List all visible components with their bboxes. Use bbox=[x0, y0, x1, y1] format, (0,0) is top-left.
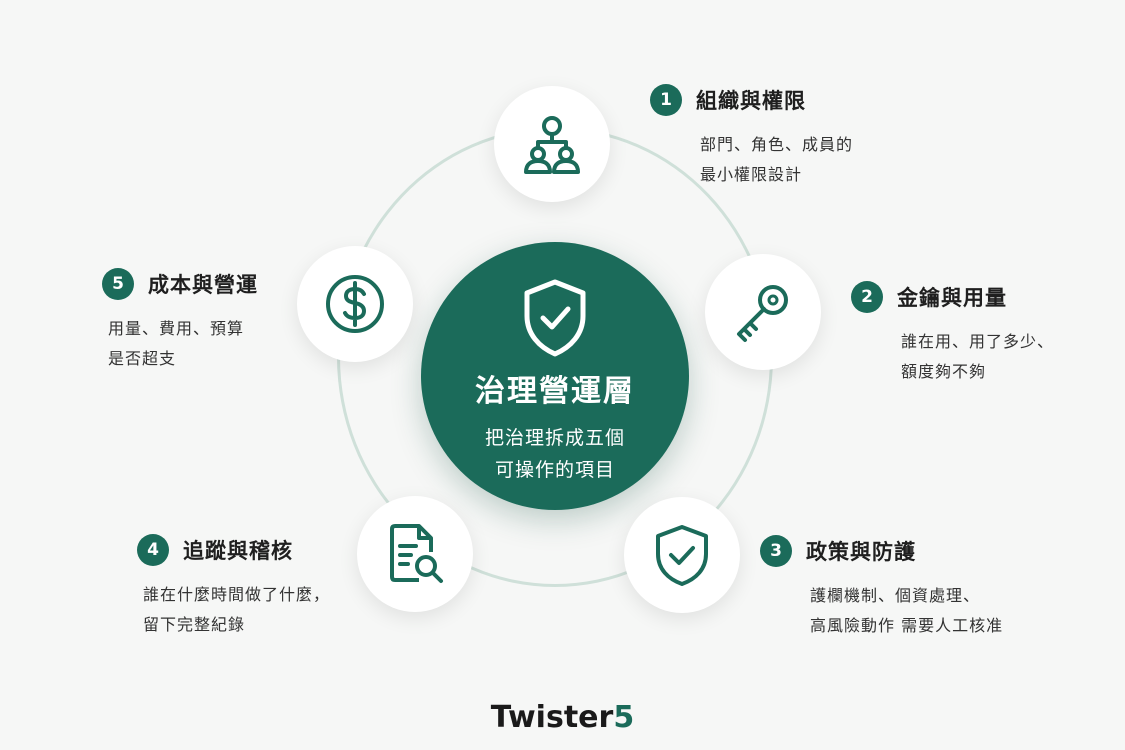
center-subtitle: 把治理拆成五個 可操作的項目 bbox=[485, 422, 625, 486]
item-title: 金鑰與用量 bbox=[897, 286, 1007, 310]
item-desc-line1: 誰在什麼時間做了什麼， bbox=[143, 585, 331, 604]
item-desc-line1: 護欄機制、個資處理、 bbox=[810, 586, 981, 605]
step-number-badge: 2 bbox=[851, 281, 883, 313]
center-subtitle-line1: 把治理拆成五個 bbox=[484, 427, 625, 449]
step-number-badge: 5 bbox=[102, 268, 134, 300]
brand-logo: Twister5 bbox=[0, 700, 1125, 735]
item-title: 政策與防護 bbox=[806, 540, 916, 564]
item-title: 成本與營運 bbox=[148, 273, 258, 297]
node-keys-usage bbox=[705, 254, 821, 370]
shield-check-icon bbox=[524, 279, 586, 357]
item-desc-line2: 額度夠不夠 bbox=[901, 362, 987, 381]
logo-accent: 5 bbox=[613, 700, 635, 735]
label-item-2: 2 金鑰與用量 誰在用、用了多少、 額度夠不夠 bbox=[851, 281, 1054, 387]
step-number-badge: 4 bbox=[137, 534, 169, 566]
item-desc-line1: 用量、費用、預算 bbox=[108, 319, 245, 338]
item-desc-line1: 誰在用、用了多少、 bbox=[901, 332, 1055, 351]
shield-check-icon bbox=[656, 525, 708, 586]
center-subtitle-line2: 可操作的項目 bbox=[494, 459, 615, 481]
label-item-1: 1 組織與權限 部門、角色、成員的 最小權限設計 bbox=[650, 84, 853, 190]
node-org-permissions bbox=[494, 86, 610, 202]
label-item-3: 3 政策與防護 護欄機制、個資處理、 高風險動作 需要人工核准 bbox=[760, 535, 1003, 641]
dollar-icon bbox=[326, 275, 384, 333]
item-desc-line1: 部門、角色、成員的 bbox=[700, 135, 854, 154]
node-cost-operations bbox=[297, 246, 413, 362]
item-desc-line2: 高風險動作 需要人工核准 bbox=[810, 616, 1004, 635]
center-title: 治理營運層 bbox=[475, 374, 635, 409]
step-number-badge: 3 bbox=[760, 535, 792, 567]
label-item-4: 4 追蹤與稽核 誰在什麼時間做了什麼， 留下完整紀錄 bbox=[137, 534, 330, 640]
document-search-icon bbox=[390, 524, 443, 583]
center-hub: 治理營運層 把治理拆成五個 可操作的項目 bbox=[421, 242, 689, 510]
item-desc-line2: 最小權限設計 bbox=[700, 165, 803, 184]
key-icon bbox=[737, 285, 788, 342]
item-title: 追蹤與稽核 bbox=[183, 539, 293, 563]
node-tracking-audit bbox=[357, 496, 473, 612]
logo-text: Twister bbox=[490, 700, 614, 735]
item-title: 組織與權限 bbox=[696, 89, 806, 113]
item-desc-line2: 留下完整紀錄 bbox=[143, 615, 246, 634]
item-desc-line2: 是否超支 bbox=[108, 349, 177, 368]
people-org-icon bbox=[524, 116, 580, 174]
node-policy-protection bbox=[624, 497, 740, 613]
step-number-badge: 1 bbox=[650, 84, 682, 116]
label-item-5: 5 成本與營運 用量、費用、預算 是否超支 bbox=[102, 268, 258, 374]
